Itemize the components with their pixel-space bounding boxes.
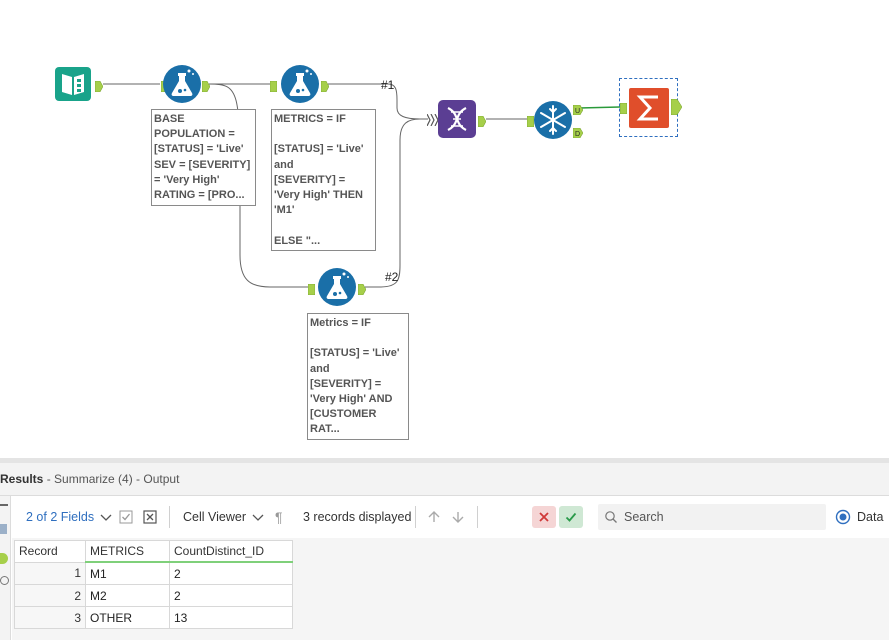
union-tool[interactable] bbox=[438, 100, 476, 138]
snowflake-icon bbox=[534, 101, 572, 139]
input-anchor[interactable] bbox=[619, 101, 628, 119]
results-title: Results - Summarize (4) - Output bbox=[0, 472, 180, 486]
table-cell[interactable]: 2 bbox=[169, 584, 293, 607]
table-cell[interactable]: M1 bbox=[85, 561, 170, 585]
wire-label-2: #2 bbox=[385, 270, 399, 284]
table-cell[interactable]: M2 bbox=[85, 584, 170, 607]
record-number: 2 bbox=[14, 584, 86, 607]
output-anchor[interactable] bbox=[94, 79, 104, 97]
summarize-tool[interactable] bbox=[629, 88, 669, 128]
unique-anchor[interactable]: U bbox=[572, 102, 584, 116]
results-grid-area: Record METRICS CountDistinct_ID 1 M1 2 2… bbox=[12, 538, 889, 640]
radio-selected-icon bbox=[835, 509, 851, 525]
formula-tool-3[interactable] bbox=[317, 267, 357, 307]
menu-icon[interactable] bbox=[0, 504, 8, 506]
checkmark-icon bbox=[565, 512, 577, 522]
input-anchor[interactable] bbox=[307, 282, 316, 300]
output-anchor[interactable] bbox=[201, 79, 211, 97]
duplicate-anchor-letter: D bbox=[575, 131, 580, 138]
unique-anchor-letter: U bbox=[575, 108, 580, 115]
formula-annotation-1: BASE POPULATION = [STATUS] = 'Live' SEV … bbox=[151, 109, 256, 206]
table-cell[interactable]: OTHER bbox=[85, 606, 170, 629]
record-number: 1 bbox=[14, 561, 86, 585]
table-row[interactable]: 1 M1 2 bbox=[14, 561, 293, 585]
book-icon bbox=[55, 67, 91, 101]
formula-tool-1[interactable] bbox=[162, 64, 202, 104]
cell-viewer-label: Cell Viewer bbox=[183, 510, 246, 524]
table-cell[interactable]: 2 bbox=[169, 561, 293, 585]
cancel-button[interactable] bbox=[532, 497, 556, 537]
scroll-up-button[interactable] bbox=[427, 497, 441, 537]
column-header-record[interactable]: Record bbox=[14, 540, 86, 563]
table-icon[interactable] bbox=[0, 524, 7, 534]
output-anchor[interactable] bbox=[320, 79, 330, 97]
pilcrow-icon[interactable]: ¶ bbox=[275, 509, 283, 525]
column-header-metrics[interactable]: METRICS bbox=[85, 540, 170, 563]
search-placeholder: Search bbox=[624, 510, 664, 524]
chevron-down-icon bbox=[252, 514, 264, 521]
results-header: Results - Summarize (4) - Output bbox=[0, 463, 889, 496]
checkbox-icon bbox=[119, 510, 133, 524]
cell-viewer-dropdown[interactable]: Cell Viewer bbox=[183, 497, 265, 537]
chevron-down-icon bbox=[100, 514, 112, 521]
anchor-icon[interactable] bbox=[0, 553, 8, 564]
data-radio[interactable]: Data bbox=[835, 497, 883, 537]
dna-icon bbox=[438, 100, 476, 138]
flask-icon bbox=[163, 65, 201, 103]
results-table: Record METRICS CountDistinct_ID 1 M1 2 2… bbox=[14, 540, 293, 629]
x-box-icon bbox=[143, 510, 157, 524]
info-icon[interactable] bbox=[0, 576, 9, 585]
unique-tool[interactable] bbox=[533, 100, 573, 140]
table-row[interactable]: 2 M2 2 bbox=[14, 584, 293, 607]
panel-splitter[interactable] bbox=[0, 458, 889, 463]
formula-tool-2[interactable] bbox=[280, 64, 320, 104]
sigma-icon bbox=[629, 88, 669, 128]
deselect-button[interactable] bbox=[143, 497, 157, 537]
formula-annotation-2: METRICS = IF [STATUS] = 'Live' and [SEVE… bbox=[271, 109, 376, 251]
formula-annotation-3: Metrics = IF [STATUS] = 'Live' and [SEVE… bbox=[307, 313, 409, 440]
data-radio-label: Data bbox=[857, 510, 884, 524]
fields-dropdown[interactable]: 2 of 2 Fields bbox=[26, 497, 113, 537]
flask-icon bbox=[318, 268, 356, 306]
column-header-countdistinct-id[interactable]: CountDistinct_ID bbox=[169, 540, 293, 563]
table-cell[interactable]: 13 bbox=[169, 606, 293, 629]
workflow-canvas[interactable]: BASE POPULATION = [STATUS] = 'Live' SEV … bbox=[0, 0, 889, 458]
arrow-down-icon bbox=[452, 512, 464, 523]
apply-button[interactable] bbox=[559, 497, 583, 537]
records-count: 3 records displayed bbox=[303, 510, 412, 524]
wire-label-1: #1 bbox=[381, 78, 395, 92]
input-anchor[interactable] bbox=[269, 79, 278, 97]
output-anchor[interactable] bbox=[357, 282, 367, 300]
search-icon bbox=[605, 511, 617, 523]
output-anchor[interactable] bbox=[477, 114, 487, 132]
flask-icon bbox=[281, 65, 319, 103]
results-side-bar bbox=[0, 496, 11, 640]
search-input[interactable]: Search bbox=[598, 504, 826, 530]
results-toolbar: 2 of 2 Fields Cell Viewer ¶ 3 records di… bbox=[12, 497, 889, 537]
scroll-down-button[interactable] bbox=[451, 497, 465, 537]
checkbox-select-button[interactable] bbox=[119, 497, 133, 537]
close-icon bbox=[539, 512, 549, 522]
connection-wires bbox=[103, 83, 621, 288]
arrow-up-icon bbox=[428, 511, 440, 522]
output-anchor[interactable] bbox=[670, 98, 683, 120]
record-number: 3 bbox=[14, 606, 86, 629]
input-data-tool[interactable] bbox=[54, 66, 94, 102]
table-header-row: Record METRICS CountDistinct_ID bbox=[14, 540, 293, 563]
duplicate-anchor[interactable]: D bbox=[572, 125, 584, 139]
fields-label: 2 of 2 Fields bbox=[26, 510, 95, 524]
table-row[interactable]: 3 OTHER 13 bbox=[14, 606, 293, 629]
